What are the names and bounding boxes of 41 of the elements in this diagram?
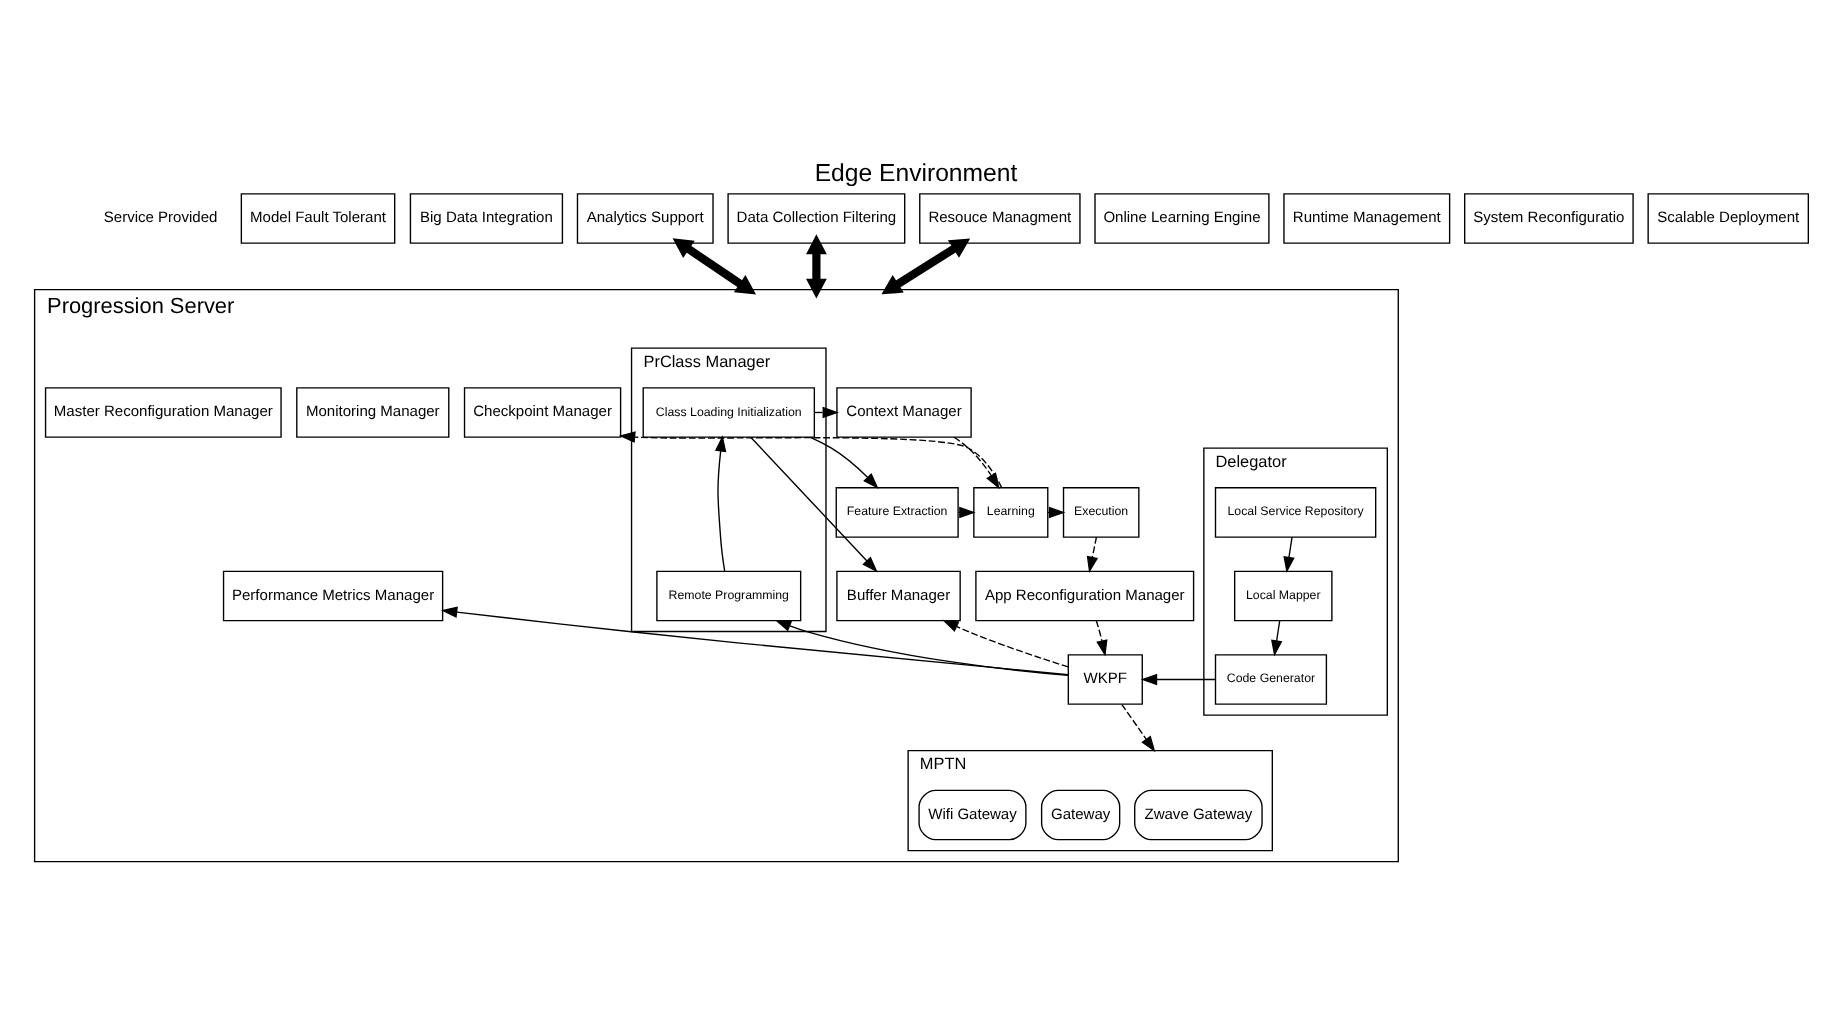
node-box: Wifi Gateway <box>918 788 1027 840</box>
node-box: Resouce Managment <box>919 192 1081 243</box>
node-box: Zwave Gateway <box>1134 788 1263 840</box>
arrow <box>774 618 1069 676</box>
arrow <box>1095 619 1108 656</box>
arrow <box>440 605 1069 675</box>
node-box: App Reconfiguration Manager <box>975 569 1195 621</box>
arrow <box>806 233 827 298</box>
arrow <box>714 434 727 571</box>
node-box: WKPF <box>1067 653 1143 704</box>
node-box: Runtime Management <box>1283 192 1451 243</box>
arrow <box>672 237 757 294</box>
node-box: Buffer Manager <box>836 569 961 621</box>
arrow <box>1086 535 1099 573</box>
arrow <box>750 435 878 572</box>
node-box: Context Manager <box>836 386 972 437</box>
node-box: System Reconfiguratio <box>1464 192 1634 243</box>
node-box: Scalable Deployment <box>1647 192 1810 243</box>
arrow <box>1121 702 1156 752</box>
node-box: Online Learning Engine <box>1094 192 1270 243</box>
node-box: Gateway <box>1040 788 1121 840</box>
node-box: Analytics Support <box>576 192 714 243</box>
node-box: Monitoring Manager <box>296 386 450 437</box>
node-box: Checkpoint Manager <box>463 386 622 437</box>
arrow <box>953 435 1000 489</box>
arrow <box>1271 619 1283 656</box>
node-box: Big Data Integration <box>409 192 564 243</box>
arrow <box>957 505 976 518</box>
node-box: Data Collection Filtering <box>727 192 906 243</box>
label: Service Provided <box>103 207 218 226</box>
node-box: Performance Metrics Manager <box>222 569 444 621</box>
arrow <box>809 435 879 488</box>
diagram-title: Edge Environment <box>814 157 1018 186</box>
arrow <box>1047 505 1066 518</box>
arrow <box>1283 535 1295 573</box>
node-box: Model Fault Tolerant <box>240 192 396 243</box>
arrow <box>942 618 1069 667</box>
arrow <box>618 430 1003 488</box>
arrow <box>881 237 971 294</box>
arrow <box>1140 672 1217 685</box>
node-box: Master Reconfiguration Manager <box>44 386 282 437</box>
